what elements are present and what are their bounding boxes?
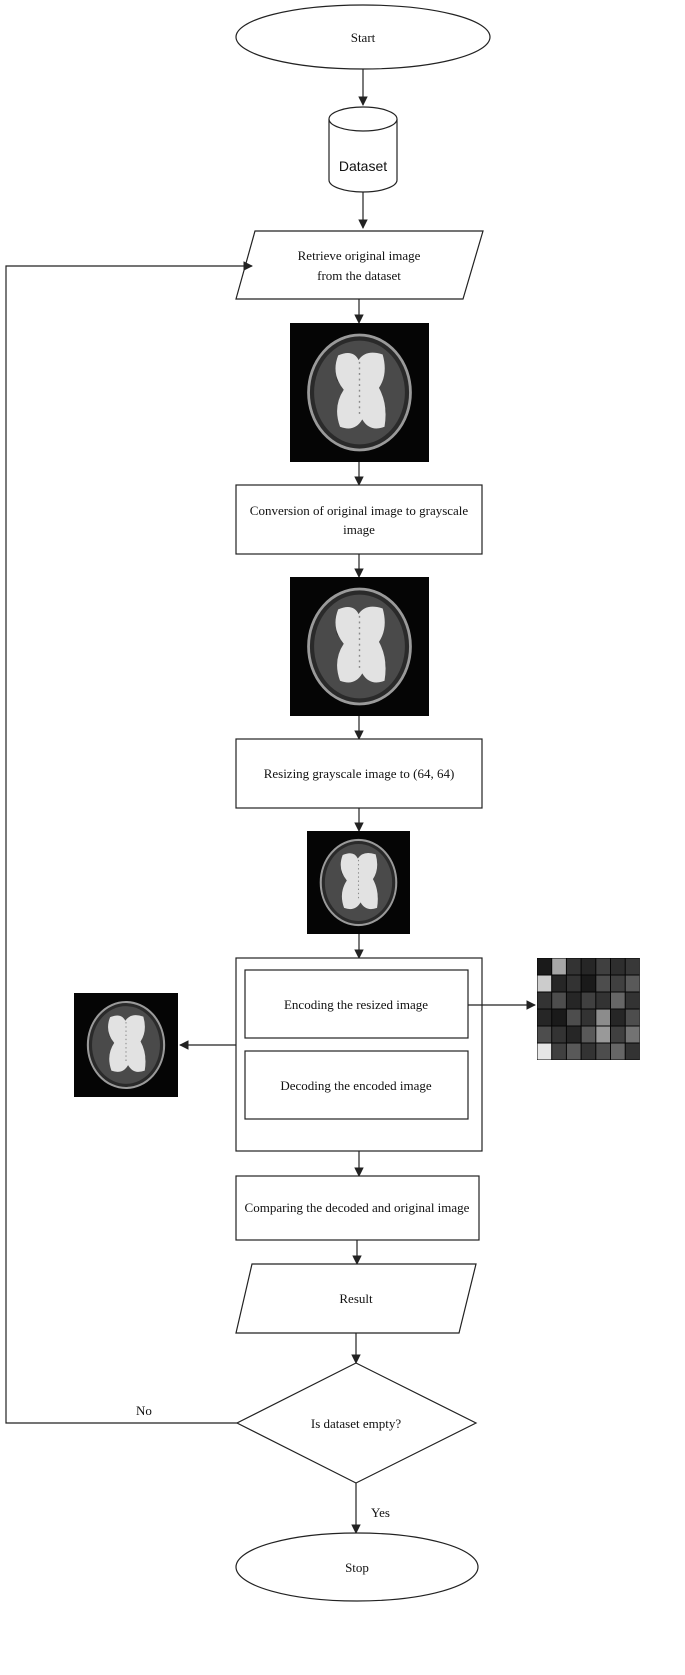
encoded-grid-cell	[611, 1043, 625, 1060]
stop-terminal	[235, 1532, 479, 1602]
resize-label: Resizing grayscale image to (64, 64)	[264, 766, 455, 781]
encoded-grid-cell	[611, 1026, 625, 1043]
encoded-grid-cell	[552, 1043, 566, 1060]
dataset-cylinder	[328, 106, 398, 193]
encoded-grid-cell	[537, 1009, 552, 1026]
encoded-grid-cell	[625, 1043, 640, 1060]
encoded-grid-cell	[596, 1009, 610, 1026]
result-label: Result	[339, 1291, 373, 1306]
start-label: Start	[351, 30, 376, 45]
encoded-grid-cell	[537, 1026, 552, 1043]
encoded-grid-cell	[581, 1043, 596, 1060]
encoded-grid-cell	[625, 958, 640, 975]
encoded-grid-cell	[611, 1009, 625, 1026]
encoded-grid-cell	[625, 975, 640, 992]
encoded-grid-background	[537, 958, 640, 1060]
edge-no-loop	[5, 261, 253, 1424]
retrieve-label-line2: from the dataset	[317, 268, 401, 283]
resized-brain-image	[307, 831, 410, 934]
encoded-grid-cell	[566, 1009, 581, 1026]
encoded-grid-cell	[552, 975, 566, 992]
encoded-feature-grid	[537, 958, 640, 1060]
encoded-grid-cell	[596, 1043, 610, 1060]
encoded-grid-cell	[596, 992, 610, 1009]
encoded-grid-cell	[611, 958, 625, 975]
decoded-brain-image	[74, 993, 178, 1097]
encoded-grid-cell	[596, 958, 610, 975]
encoded-grid-cell	[566, 992, 581, 1009]
encoded-grid-cell	[581, 1026, 596, 1043]
stop-label: Stop	[345, 1560, 369, 1575]
encode-label: Encoding the resized image	[284, 997, 428, 1012]
compare-label: Comparing the decoded and original image	[245, 1200, 470, 1215]
encoded-grid-cell	[552, 958, 566, 975]
grayscale-label-line2: image	[343, 522, 375, 537]
dataset-label: Dataset	[339, 158, 387, 174]
encoded-grid-cell	[566, 975, 581, 992]
result-io-node	[235, 1263, 477, 1334]
decode-process-node	[244, 1050, 469, 1120]
encoded-grid-cell	[625, 1009, 640, 1026]
encoded-grid-cell	[581, 975, 596, 992]
yes-label: Yes	[371, 1505, 390, 1520]
compare-process-node	[235, 1175, 480, 1241]
encoded-grid-cell	[552, 992, 566, 1009]
encoded-grid-cell	[552, 1009, 566, 1026]
retrieve-label-line1: Retrieve original image	[298, 248, 421, 263]
encoded-grid-cell	[566, 1043, 581, 1060]
encoded-grid-cell	[566, 958, 581, 975]
encoded-grid-cell	[596, 975, 610, 992]
grayscale-brain-image	[290, 577, 429, 716]
encoded-grid-cell	[581, 1009, 596, 1026]
encoded-grid-cell	[611, 992, 625, 1009]
encoded-grid-cell	[537, 1043, 552, 1060]
encode-process-node	[244, 969, 469, 1039]
encoded-grid-cell	[566, 1026, 581, 1043]
encoded-grid-cell	[625, 1026, 640, 1043]
encoded-grid-cell	[581, 992, 596, 1009]
encoded-grid-cell	[581, 958, 596, 975]
decode-label: Decoding the encoded image	[280, 1078, 431, 1093]
encoded-grid-cell	[537, 958, 552, 975]
encoded-grid-cell	[552, 1026, 566, 1043]
original-brain-image	[290, 323, 429, 462]
grayscale-label-line1: Conversion of original image to grayscal…	[250, 503, 469, 518]
encoded-grid-cell	[596, 1026, 610, 1043]
resize-process-node	[235, 738, 483, 809]
grayscale-process-node	[235, 484, 483, 555]
retrieve-io-node	[235, 230, 484, 300]
encoded-grid-cell	[537, 975, 552, 992]
encoded-grid-cell	[537, 992, 552, 1009]
no-label: No	[136, 1403, 152, 1418]
decision-label: Is dataset empty?	[311, 1416, 401, 1431]
encoded-grid-cell	[611, 975, 625, 992]
encoded-grid-cell	[625, 992, 640, 1009]
